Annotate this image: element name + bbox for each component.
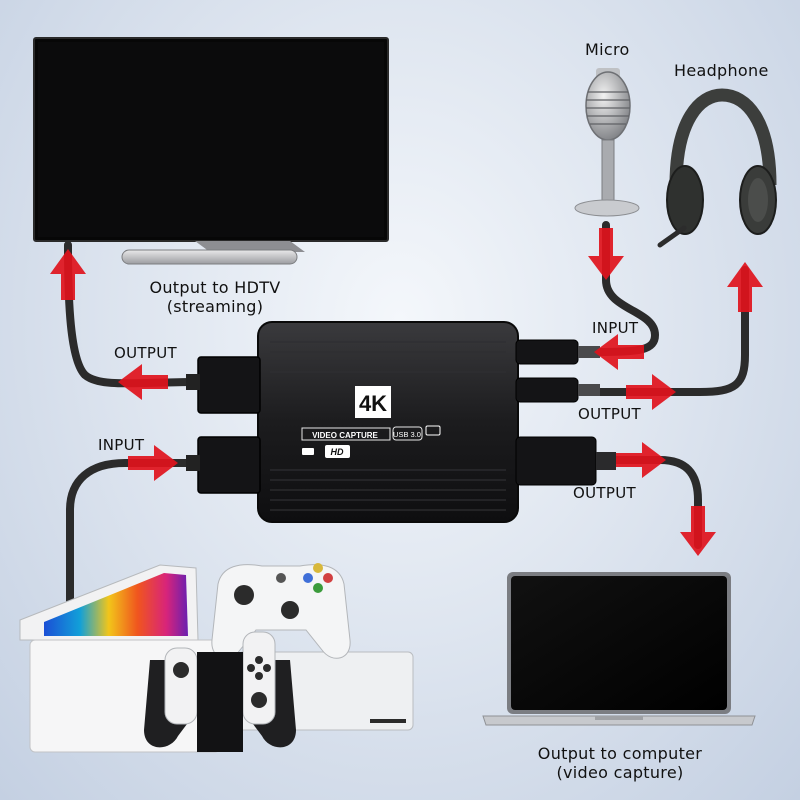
arrows <box>50 228 763 556</box>
device-hd-text: HD <box>331 447 344 457</box>
tv-caption-line1: Output to HDTV <box>149 278 281 297</box>
output-right-top-label: OUTPUT <box>578 405 641 423</box>
headphone <box>657 88 777 248</box>
consoles <box>19 563 414 753</box>
tv-caption: Output to HDTV (streaming) <box>140 278 290 316</box>
arrow-up-headphone <box>727 262 763 312</box>
input-left-label: INPUT <box>98 436 145 454</box>
arrow-right-output-bottom <box>616 442 666 478</box>
laptop <box>482 572 756 726</box>
laptop-caption: Output to computer (video capture) <box>520 744 720 782</box>
arrow-down-mic <box>588 228 624 280</box>
cable-console <box>66 459 199 609</box>
laptop-caption-line1: Output to computer <box>537 744 703 763</box>
device-name-text: VIDEO CAPTURE <box>312 431 378 440</box>
tv-caption-line2: (streaming) <box>166 297 264 316</box>
tv <box>33 37 389 265</box>
capture-device: 4K VIDEO CAPTURE USB 3.0 HD <box>186 321 616 523</box>
device-usb-text: USB 3.0 <box>393 430 421 439</box>
output-right-bottom-label: OUTPUT <box>573 484 636 502</box>
microphone <box>574 68 640 217</box>
arrow-right-output-top <box>626 374 676 410</box>
input-right-label: INPUT <box>592 319 639 337</box>
output-left-label: OUTPUT <box>114 344 177 362</box>
device-4k-badge: 4K <box>359 391 387 416</box>
arrow-left-output <box>118 364 168 400</box>
cable-headphone <box>594 266 749 396</box>
micro-label: Micro <box>585 40 630 59</box>
arrow-right-input <box>128 445 178 481</box>
laptop-caption-line2: (video capture) <box>556 763 684 782</box>
arrow-up-tv <box>50 249 86 300</box>
arrow-down-laptop <box>680 506 716 556</box>
headphone-label: Headphone <box>674 61 769 80</box>
arrow-left-input-right <box>594 334 644 370</box>
